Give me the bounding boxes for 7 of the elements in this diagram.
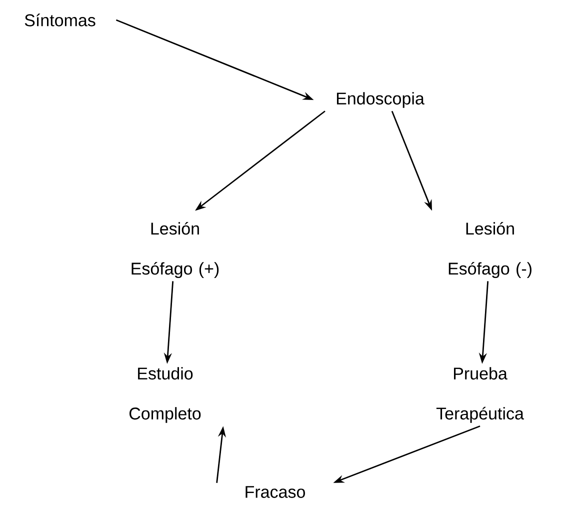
node-label: Lesión Esófago (+) [132, 222, 219, 278]
node-label: Fracaso [246, 486, 305, 498]
node-label: Estudio Completo [129, 367, 201, 423]
node-label: Lesión Esófago (-) [448, 222, 532, 278]
node-label: Endoscopia [336, 92, 424, 108]
node-label: Prueba Terapéutica [436, 367, 524, 423]
node-label: Síntomas [24, 14, 96, 26]
